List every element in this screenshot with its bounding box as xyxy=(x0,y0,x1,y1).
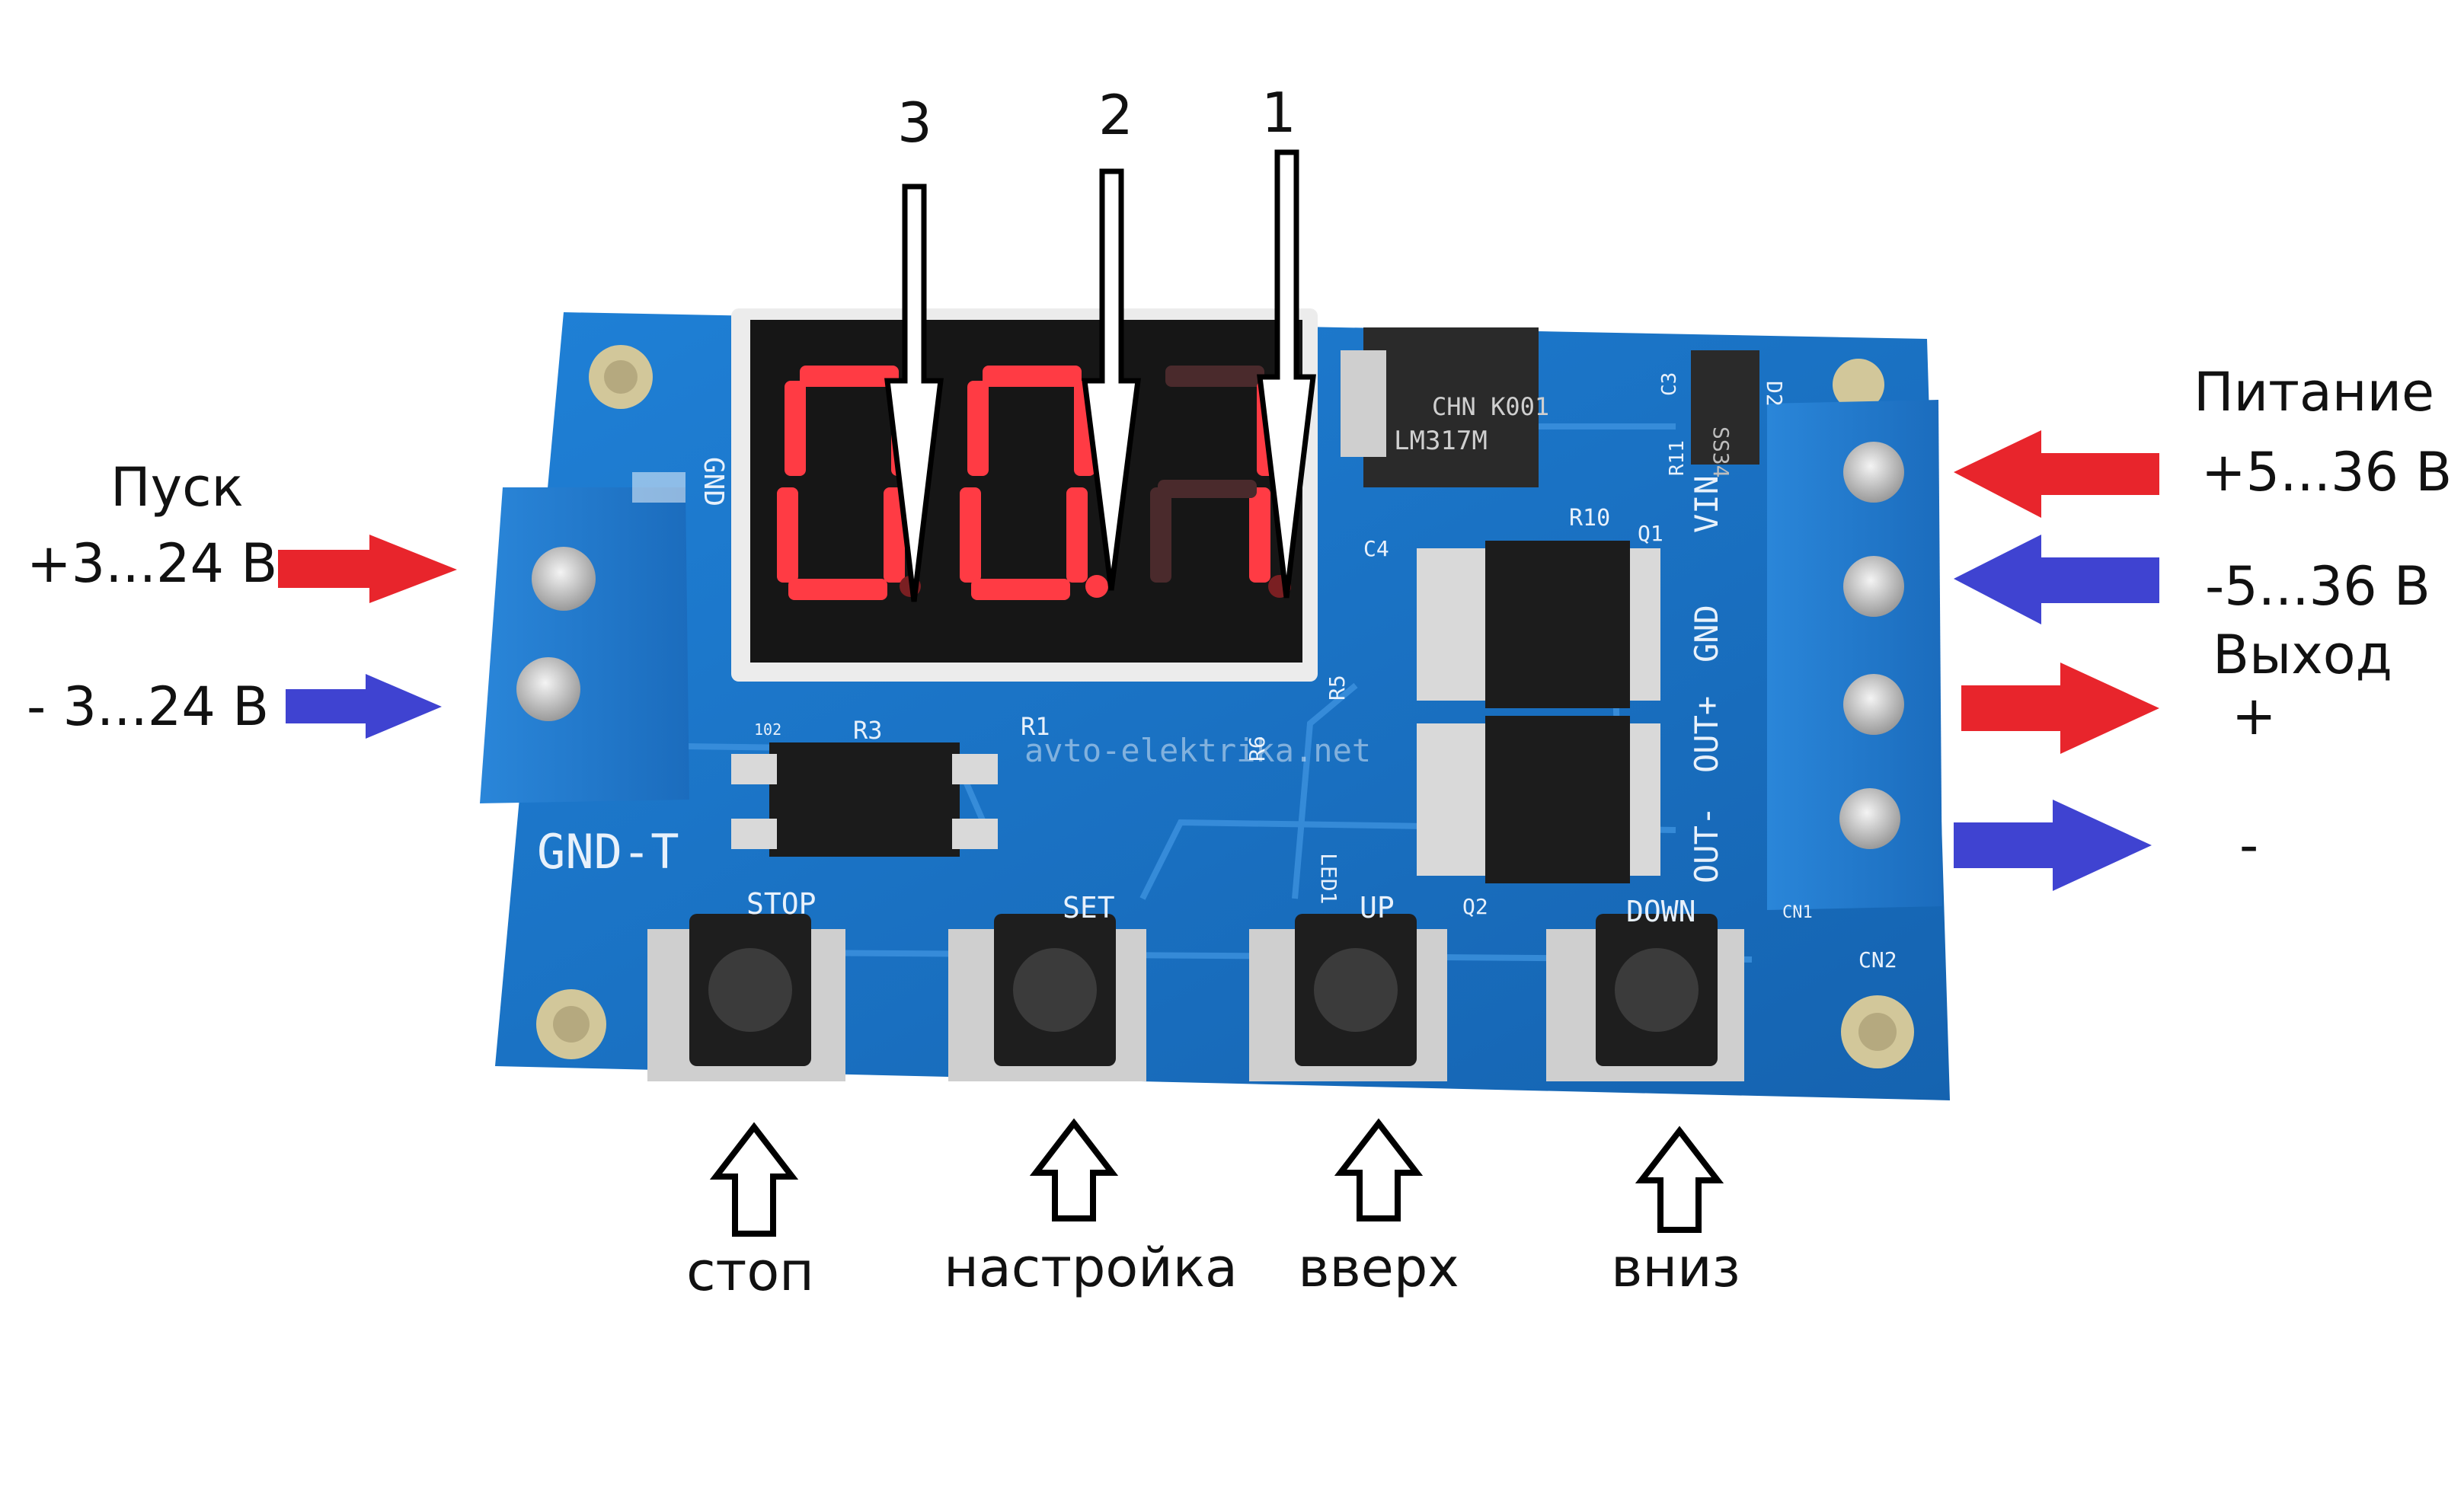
silk-vin: VIN xyxy=(1688,475,1725,533)
power-output-terminal-block xyxy=(1767,400,1942,910)
start-title: Пуск xyxy=(110,456,244,519)
silk-led1: LED1 xyxy=(1316,853,1341,904)
silk-cn2: CN2 xyxy=(1858,947,1897,972)
mosfet-q1 xyxy=(1417,541,1660,708)
silk-gnd: GND xyxy=(698,457,729,506)
digit-pointer-arrows xyxy=(884,149,1316,602)
silk-cn1: CN1 xyxy=(1782,903,1813,922)
seven-segment-display xyxy=(731,308,1318,682)
digit-2-arrow xyxy=(1082,168,1141,591)
down-switch xyxy=(1546,914,1744,1081)
start-plus-label: +3...24 В xyxy=(27,532,278,595)
down-caption: вниз xyxy=(1611,1237,1740,1299)
output-minus-arrow xyxy=(1954,800,2152,891)
stop-up-arrow xyxy=(709,1122,799,1237)
silk-set: SET xyxy=(1063,891,1115,924)
output-title: Выход xyxy=(2213,624,2392,686)
button-pointer-arrows xyxy=(709,1118,1724,1237)
down-up-arrow xyxy=(1635,1126,1724,1233)
silk-out-plus: OUT+ xyxy=(1688,696,1725,773)
digit-1-number: 1 xyxy=(1261,81,1296,145)
tactile-buttons xyxy=(647,914,1744,1081)
reg-label: LM317M xyxy=(1394,426,1488,456)
silk-up: UP xyxy=(1360,891,1395,924)
diode-label: SS34 xyxy=(1708,426,1734,477)
silk-r1: R1 xyxy=(1021,712,1050,741)
stop-caption: стоп xyxy=(686,1241,814,1303)
power-plus-arrow xyxy=(1954,430,2159,518)
up-caption: вверх xyxy=(1298,1237,1459,1299)
silk-stop: STOP xyxy=(746,887,817,921)
optocoupler xyxy=(731,742,998,857)
mounting-holes xyxy=(536,345,1914,1068)
silk-gnd-t: GND-T xyxy=(537,824,679,880)
output-plus-arrow xyxy=(1961,663,2159,754)
power-title: Питание xyxy=(2194,361,2435,423)
reg-code: CHN K001 xyxy=(1432,392,1549,421)
digit-3-number: 3 xyxy=(897,91,932,155)
set-caption: настройка xyxy=(944,1237,1238,1299)
silk-gnd2: GND xyxy=(1688,605,1725,663)
stop-switch xyxy=(647,914,845,1081)
set-up-arrow xyxy=(1029,1118,1119,1221)
start-minus-arrow xyxy=(286,674,442,739)
power-minus-label: -5...36 В xyxy=(2205,555,2430,618)
output-plus-label: + xyxy=(2232,685,2277,747)
watermark: avto-elektrika.net xyxy=(1024,732,1371,769)
silk-r102: 102 xyxy=(754,720,781,739)
silk-r3: R3 xyxy=(853,716,883,745)
power-minus-arrow xyxy=(1954,535,2159,624)
ss34-diode: SS34 xyxy=(1691,350,1759,477)
output-minus-label: - xyxy=(2239,814,2259,877)
silk-c3: C3 xyxy=(1658,372,1681,396)
start-minus-label: - 3...24 В xyxy=(27,675,270,738)
up-up-arrow xyxy=(1334,1118,1424,1221)
silk-q1: Q1 xyxy=(1638,521,1663,546)
lm317m-regulator: CHN K001 LM317M xyxy=(1341,327,1549,487)
mosfet-q2 xyxy=(1417,716,1660,883)
silk-r5: R5 xyxy=(1325,675,1350,701)
silk-r11: R11 xyxy=(1666,440,1689,476)
set-switch xyxy=(948,914,1146,1081)
silk-down: DOWN xyxy=(1626,895,1696,928)
up-switch xyxy=(1249,914,1447,1081)
silk-r6: R6 xyxy=(1245,736,1270,762)
digit-2-number: 2 xyxy=(1098,83,1133,147)
silk-c4: C4 xyxy=(1363,536,1389,561)
start-plus-arrow xyxy=(278,535,457,603)
start-terminal-block xyxy=(480,472,689,803)
silk-d2: D2 xyxy=(1762,381,1787,407)
silk-r10: R10 xyxy=(1569,505,1610,532)
digit-1-arrow xyxy=(1257,149,1316,599)
silk-out-minus: OUT- xyxy=(1688,806,1725,883)
silk-q2: Q2 xyxy=(1462,894,1488,919)
power-plus-label: +5...36 В xyxy=(2201,441,2453,503)
digit-3-arrow xyxy=(884,184,944,602)
